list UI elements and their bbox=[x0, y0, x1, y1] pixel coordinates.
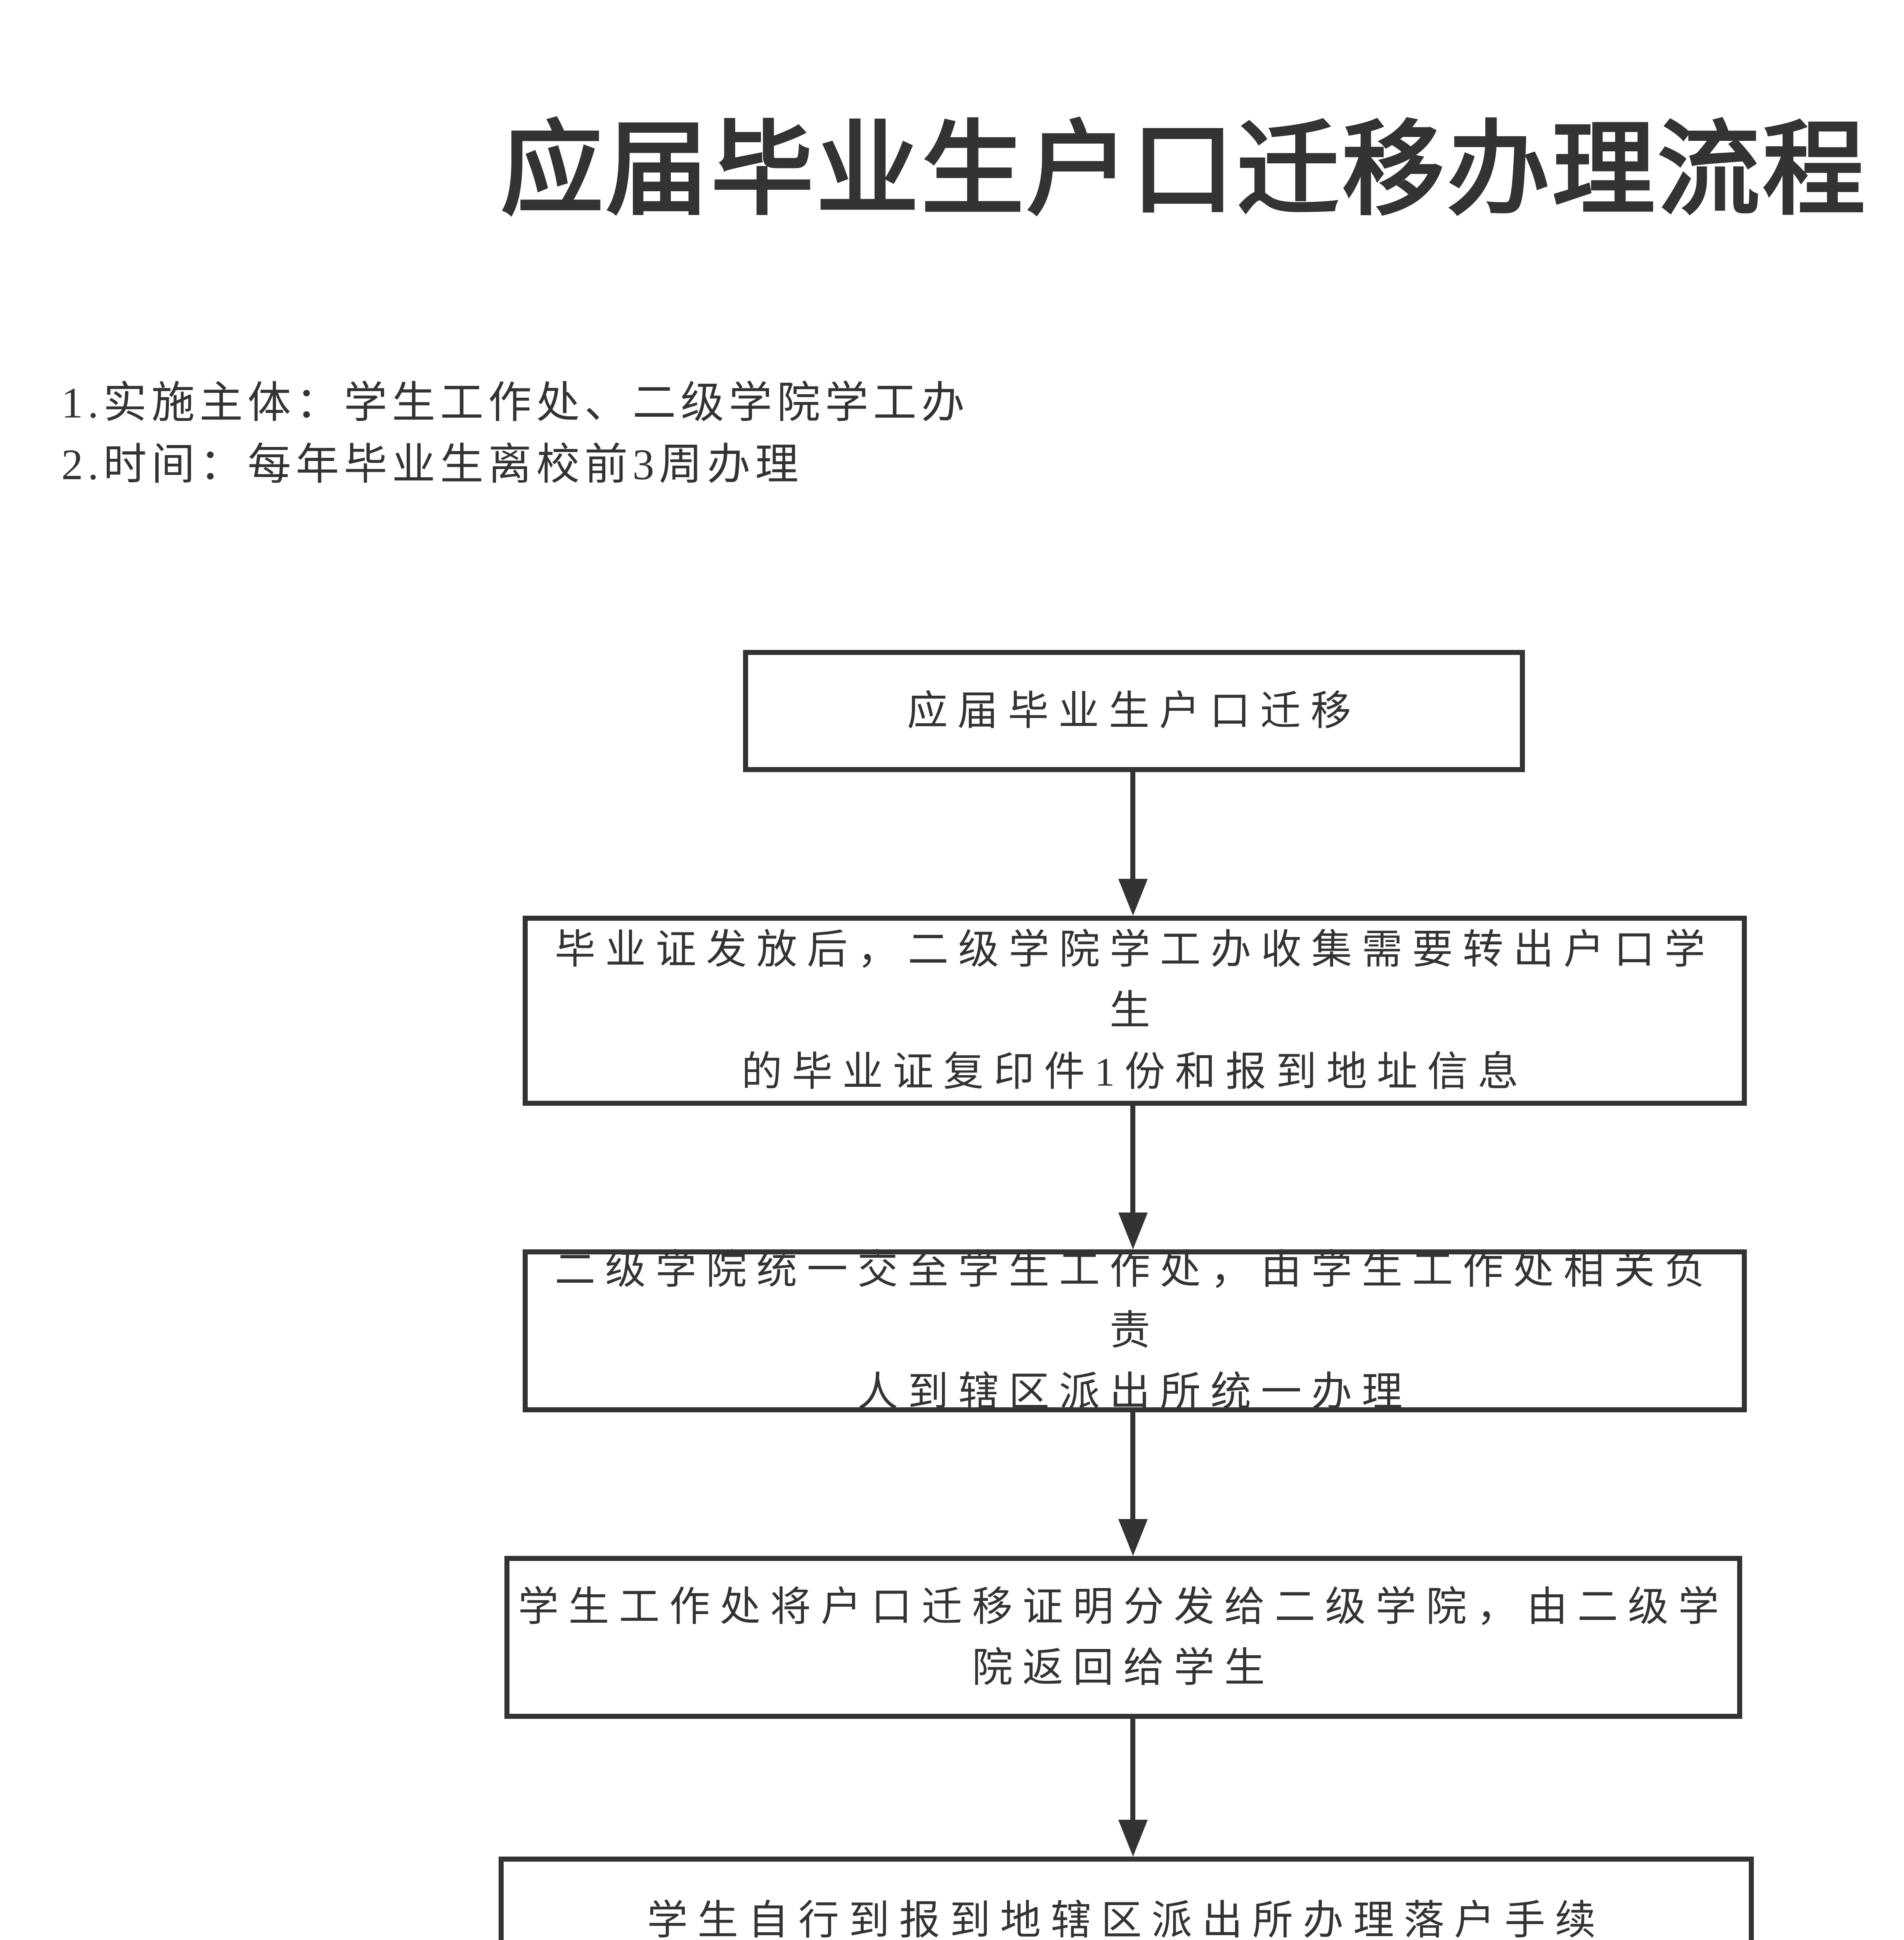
flow-arrow-1 bbox=[1118, 772, 1148, 916]
page-title: 应届毕业生户口迁移办理流程 bbox=[501, 114, 1868, 228]
flow-node-distribute-certificates: 学生工作处将户口迁移证明分发给二级学院，由二级学 院返回给学生 bbox=[504, 1556, 1742, 1719]
flow-node-start: 应届毕业生户口迁移 bbox=[743, 650, 1525, 772]
flow-node-submit-to-office: 二级学院统一交至学生工作处，由学生工作处相关负责 人到辖区派出所统一办理 bbox=[523, 1247, 1747, 1415]
flow-arrow-4 bbox=[1118, 1719, 1148, 1857]
flow-arrow-3 bbox=[1118, 1412, 1148, 1556]
arrow-shaft bbox=[1130, 1106, 1135, 1214]
arrow-shaft bbox=[1130, 1719, 1135, 1822]
flow-node-collect-documents: 毕业证发放后，二级学院学工办收集需要转出户口学生 的毕业证复印件1份和报到地址信… bbox=[523, 916, 1747, 1106]
note-implementer: 1.实施主体：学生工作处、二级学院学工办 bbox=[61, 379, 969, 427]
note-time: 2.时间：每年毕业生离校前3周办理 bbox=[61, 441, 803, 489]
flow-node-settle-registration: 学生自行到报到地辖区派出所办理落户手续 bbox=[499, 1857, 1754, 1940]
arrow-down-icon bbox=[1118, 1519, 1148, 1556]
flow-arrow-2 bbox=[1118, 1106, 1148, 1249]
arrow-shaft bbox=[1130, 1412, 1135, 1521]
arrow-down-icon bbox=[1118, 1820, 1148, 1857]
arrow-shaft bbox=[1130, 772, 1135, 881]
arrow-down-icon bbox=[1118, 879, 1148, 916]
arrow-down-icon bbox=[1118, 1212, 1148, 1249]
notes: 1.实施主体：学生工作处、二级学院学工办 2.时间：每年毕业生离校前3周办理 bbox=[61, 372, 969, 496]
